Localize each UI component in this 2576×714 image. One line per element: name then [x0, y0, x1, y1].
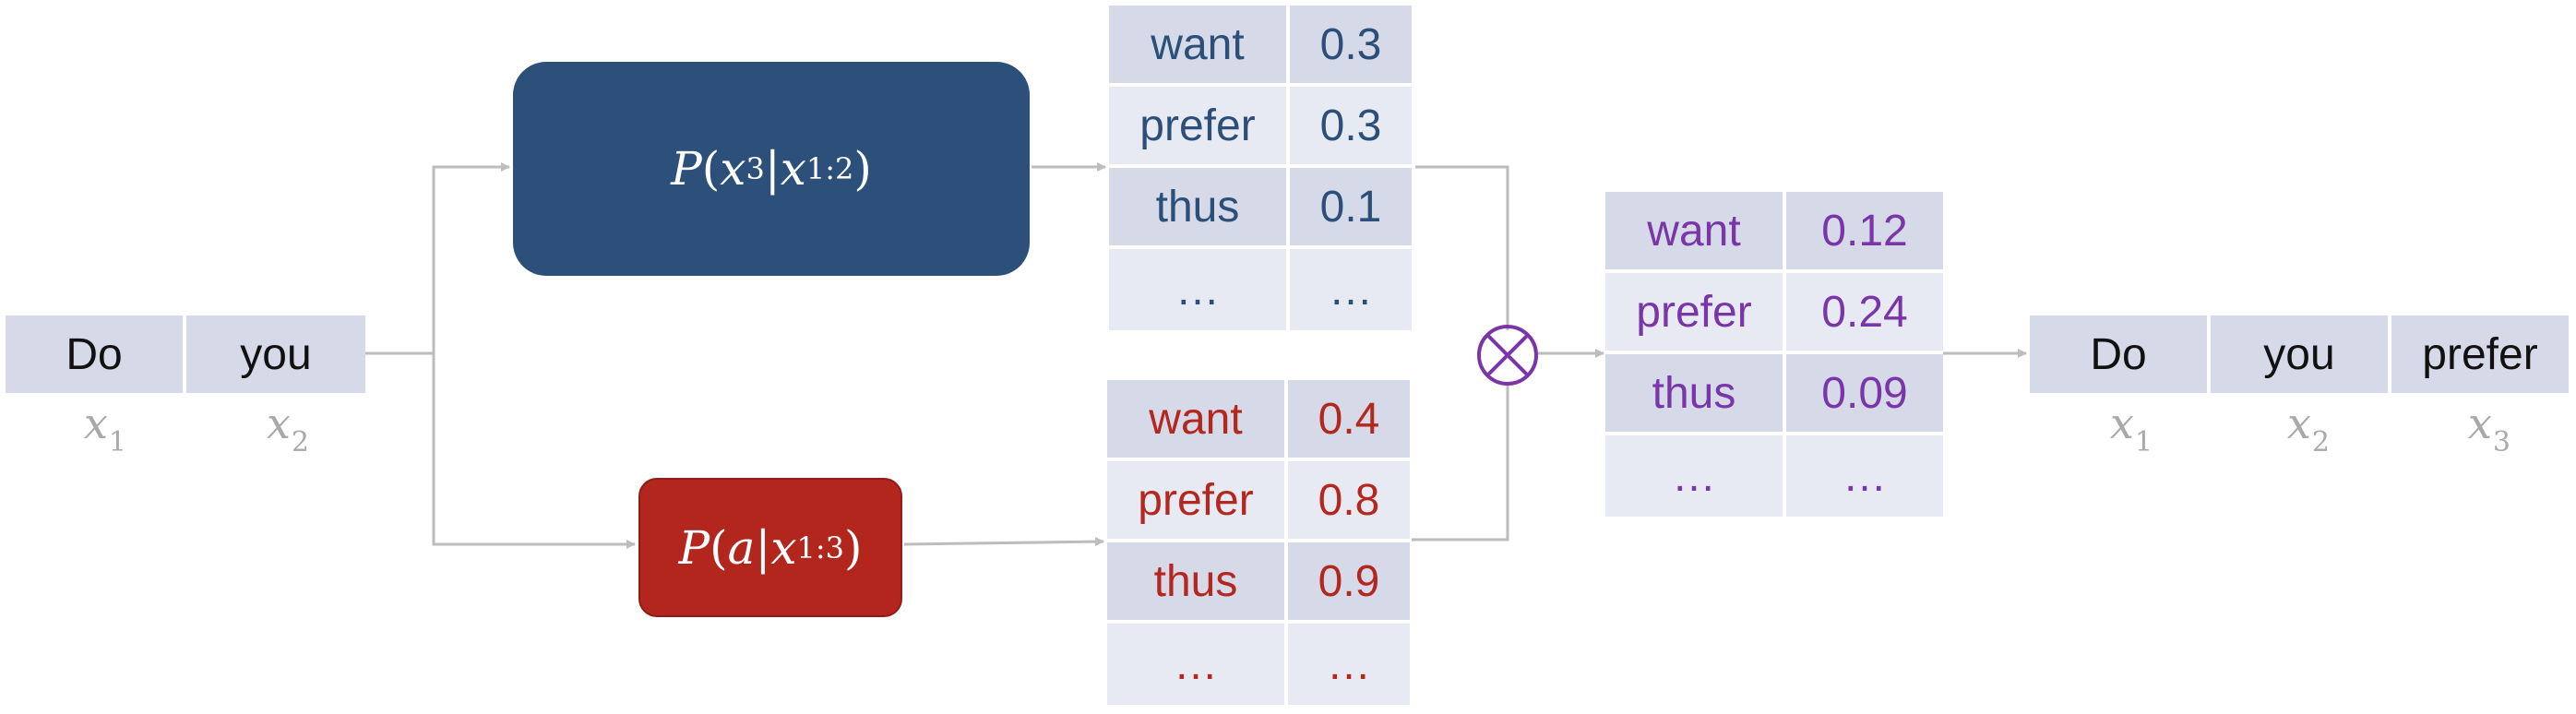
output-token-prefer: prefer: [2391, 315, 2569, 393]
product-operator-icon: [1477, 325, 1538, 386]
table-cell-word: prefer: [1109, 87, 1286, 164]
table-cell-word: want: [1109, 6, 1286, 83]
input-subscript-x1: x1: [83, 399, 127, 458]
table-cell-word: prefer: [1107, 461, 1284, 539]
table-cell-prob: 0.1: [1290, 168, 1412, 245]
table-cell-word: prefer: [1605, 273, 1783, 351]
table-cell-word: thus: [1605, 354, 1783, 432]
table-cell-word: …: [1109, 249, 1286, 330]
table-cell-word: want: [1605, 192, 1783, 269]
input-token-you: you: [186, 315, 365, 393]
input-to-top-model-arrow: [432, 162, 510, 353]
table-cell-word: thus: [1109, 168, 1286, 245]
table-cell-prob: …: [1288, 624, 1410, 705]
table-cell-prob: …: [1786, 435, 1943, 517]
table-cell-prob: 0.8: [1288, 461, 1410, 539]
output-subscript-x3: x3: [2467, 399, 2511, 458]
table-cell-word: …: [1107, 624, 1284, 705]
table-cell-word: …: [1605, 435, 1783, 517]
table-cell-prob: 0.4: [1288, 380, 1410, 458]
output-subscript-x2: x2: [2286, 399, 2331, 458]
output-subscript-x1: x1: [2109, 399, 2153, 458]
bottom-table-to-product-line: [1412, 384, 1509, 541]
table-cell-prob: …: [1290, 249, 1412, 330]
table-cell-word: want: [1107, 380, 1284, 458]
top-table-to-product-line: [1415, 165, 1509, 330]
table-cell-prob: 0.24: [1786, 273, 1943, 351]
table-cell-prob: 0.09: [1786, 354, 1943, 432]
output-token-do: Do: [2030, 315, 2207, 393]
table-cell-prob: 0.9: [1288, 542, 1410, 620]
bottom-model-to-table-arrow: [903, 537, 1104, 547]
input-to-bottom-model-arrow: [432, 353, 636, 549]
table-cell-word: thus: [1107, 542, 1284, 620]
table-cell-prob: 0.3: [1290, 87, 1412, 164]
table-cell-prob: 0.3: [1290, 6, 1412, 83]
input-token-do: Do: [6, 315, 183, 393]
output-token-you: you: [2211, 315, 2388, 393]
input-subscript-x2: x2: [266, 399, 310, 458]
table-cell-prob: 0.12: [1786, 192, 1943, 269]
